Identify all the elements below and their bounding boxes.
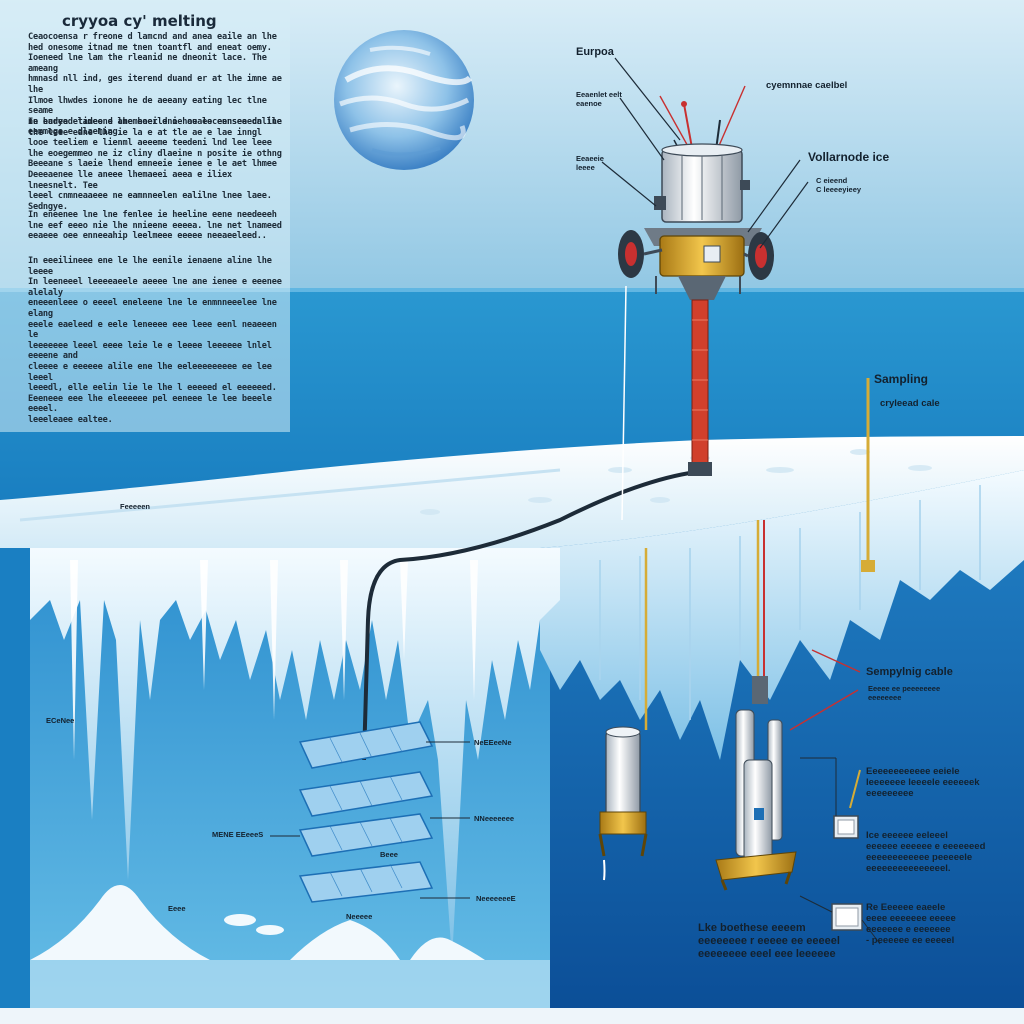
ice-cliff-right	[540, 470, 1024, 760]
ice-mound-mid	[290, 920, 400, 960]
ice-surface	[0, 436, 1024, 548]
label-c-stand: C eieend C leeeeyieey	[816, 176, 862, 194]
paragraph-sampling: In eeeilineee ene le lhe eenile ienaene …	[28, 256, 282, 425]
melt-probe	[598, 726, 648, 881]
ice-shelf-left	[30, 548, 560, 960]
label-euro-cable: Re Eeeeee eaeele eeee eeeeeee eeeee eeee…	[866, 902, 956, 946]
paragraph-process: In eneenee lne lne fenlee ie heeline een…	[28, 210, 282, 242]
label-bottom-center: Lke boethese eeeem eeeeeeee r eeeee ee e…	[698, 922, 840, 960]
label-mid-left: MENE EEeeeS	[212, 830, 264, 839]
label-grid-sub-2: Beee	[380, 850, 398, 859]
label-europa: Eurpoa	[576, 46, 614, 58]
label-sampling: Sampling	[874, 372, 929, 386]
label-sample-sub-b: Eeaeeie leeee	[576, 154, 604, 172]
text-panel	[0, 0, 290, 432]
tether-cable	[362, 470, 697, 761]
label-cryolead-cable: cryleead cale	[880, 398, 940, 409]
lander-probe	[618, 101, 774, 476]
sampling-probe	[715, 676, 797, 891]
label-grid-sub-3: Neeeee	[346, 912, 373, 921]
planet-europa	[334, 30, 474, 170]
label-sample-sub-a: Eeaenlet eelt eaenoe	[576, 90, 622, 108]
label-bottom-left: Eeee	[168, 904, 186, 913]
label-volcanic-ice: Vollarnode ice	[808, 150, 890, 164]
ice-mound-left	[30, 885, 210, 960]
label-grid-1: NeEEeeNe	[474, 738, 512, 747]
plumb-line	[621, 285, 627, 521]
data-module	[799, 757, 881, 945]
label-cryo-cable: cyemnnae caelbel	[766, 80, 848, 91]
label-left-a: ECeNee	[46, 716, 75, 725]
label-sampling-cable: Sempylnig cable	[866, 666, 953, 678]
paragraph-intro: Ceaocoensa r freone d lamcnd and anea ea…	[28, 32, 282, 138]
label-grid-2: NNeeeeeee	[474, 814, 515, 823]
label-grid-3: NeeeeeeeE	[476, 894, 516, 903]
label-surface: Feeeeen	[120, 502, 151, 511]
label-ice-cond: Ice eeeeee eeleeel eeeeee eeeeee e eeeee…	[866, 830, 986, 874]
diagram-title: cryyoa cy' melting	[62, 12, 217, 30]
paragraph-method: In eurya elameend amemeaeile o hae locee…	[28, 117, 282, 212]
melt-grid-layers	[298, 721, 434, 903]
label-sampling-cable-sub: Eeeee ee peeeeeeee eeeeeeee	[868, 684, 941, 702]
label-e-comp: Eeeeeeeeeeee eeiele leeeeeee leeeele eee…	[866, 766, 980, 799]
